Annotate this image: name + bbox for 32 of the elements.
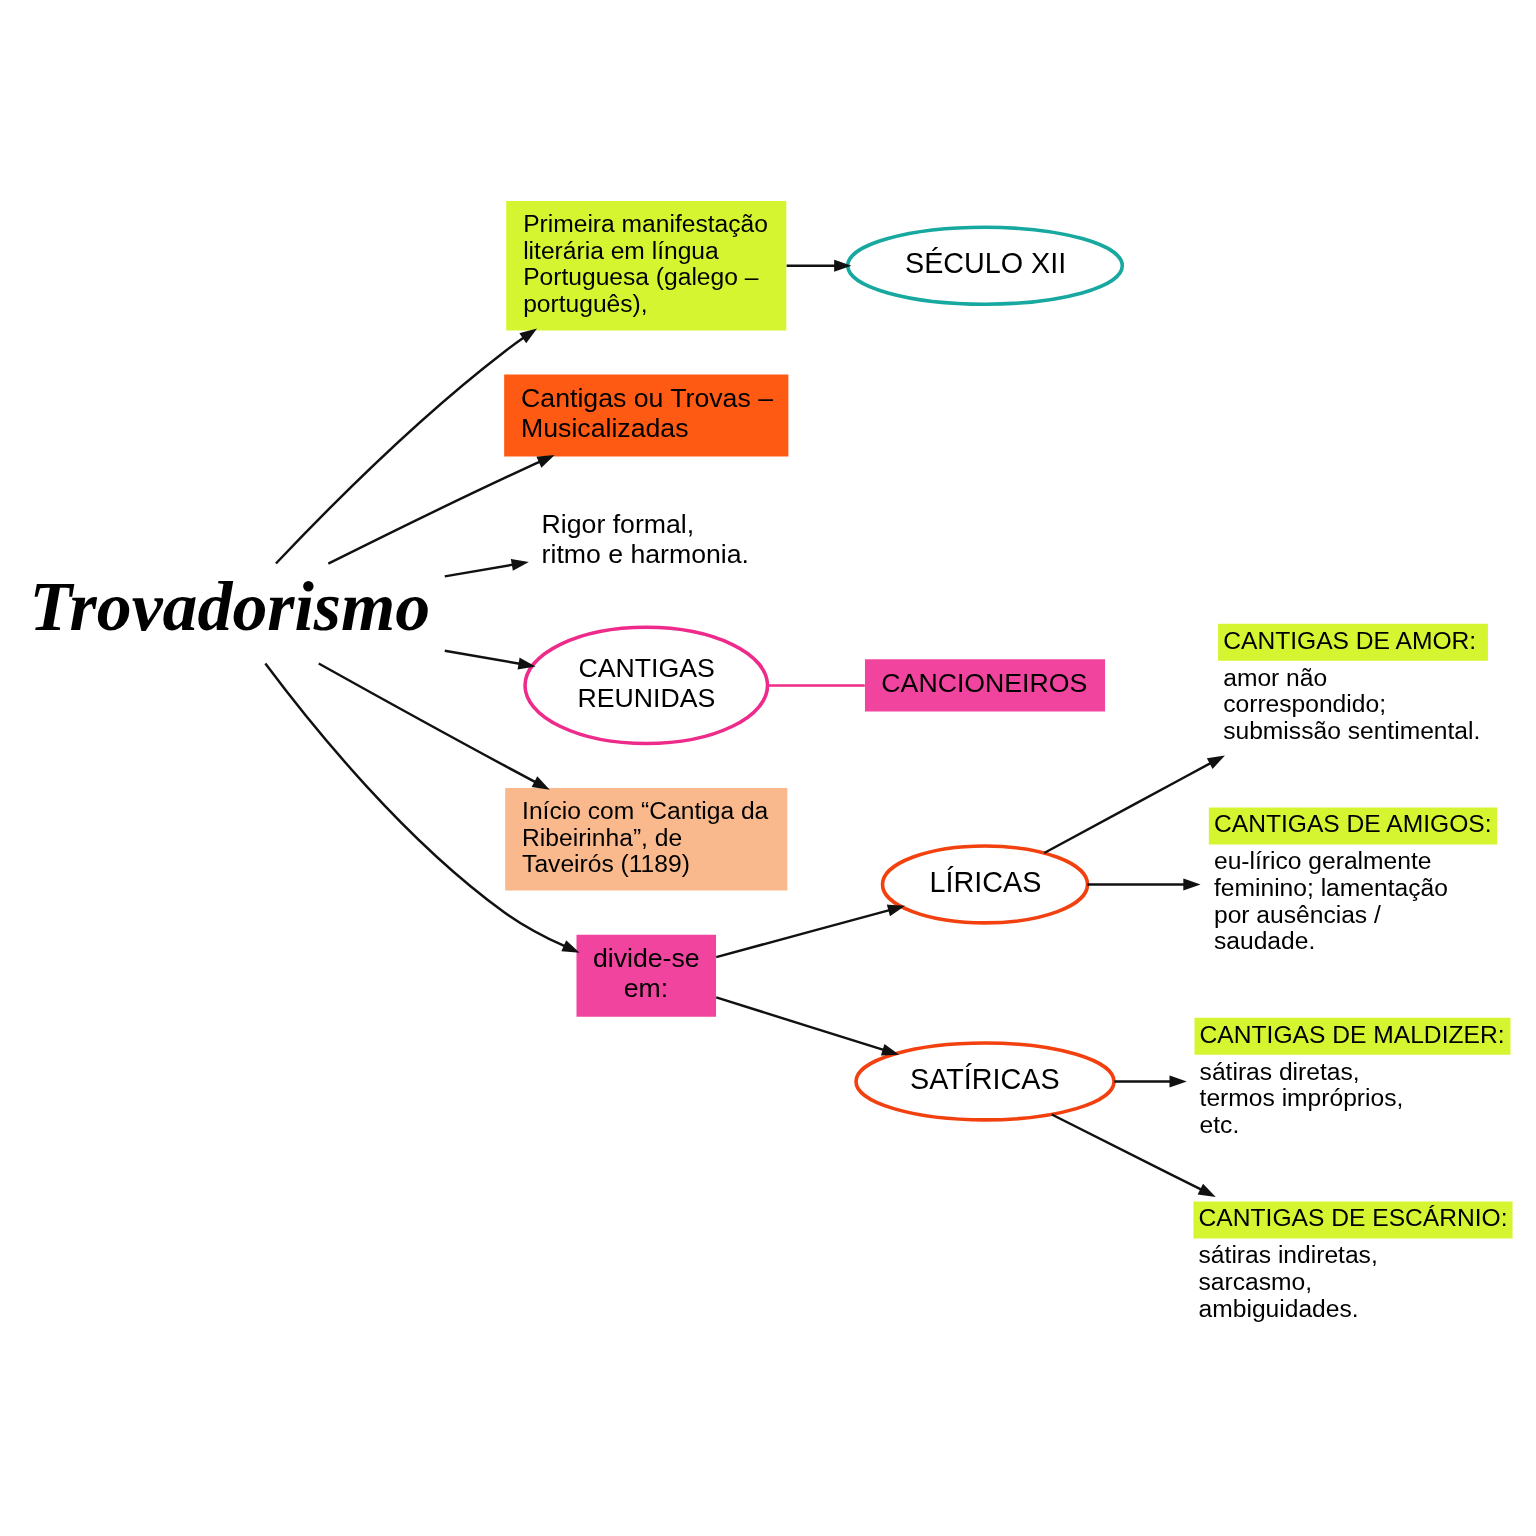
node-label: eu-lírico geralmente feminino; lamentação por ausências / saudade.: [1213, 847, 1448, 955]
node-ellipse: LÍRICAS: [880, 844, 1090, 925]
arrow: [264, 662, 580, 953]
node-box: CANTIGAS DE ESCÁRNIO:: [1193, 1201, 1513, 1239]
arrow: [327, 455, 555, 565]
node-ellipse: SÉCULO XII: [845, 225, 1125, 306]
arrow: [715, 996, 900, 1056]
arrow: [715, 904, 906, 959]
node-label: sátiras indiretas, sarcasmo, ambiguidades.: [1198, 1241, 1378, 1322]
node-text: Rigor formal, ritmo e harmonia.: [541, 509, 750, 570]
node-box: CANTIGAS DE AMIGOS:: [1208, 807, 1498, 845]
arrow: [786, 259, 852, 272]
arrow: [444, 649, 536, 670]
node-box: Primeira manifestação literária em língua Portuguesa (galego – português),: [506, 201, 787, 331]
node-box: CANTIGAS DE MALDIZER:: [1194, 1017, 1511, 1055]
arrow: [1043, 755, 1225, 855]
arrow: [275, 328, 538, 565]
node-label: amor não correspondido; submissão sentimental.: [1223, 663, 1481, 744]
node-text: Trovadorismo: [29, 568, 431, 646]
node-box: divide-se em:: [576, 934, 717, 1017]
node-box: CANCIONEIROS: [864, 659, 1106, 712]
node-label: sátiras diretas, termos impróprios, etc.: [1199, 1057, 1404, 1138]
arrow: [318, 662, 550, 790]
node-box: CANTIGAS DE AMOR:: [1218, 623, 1488, 661]
connector: [767, 684, 865, 687]
node-box: Cantigas ou Trovas – Musicalizadas: [504, 374, 789, 457]
arrow: [1114, 1075, 1187, 1088]
arrow: [1087, 878, 1201, 891]
node-ellipse: CANTIGAS REUNIDAS: [523, 625, 770, 746]
arrow: [444, 558, 529, 578]
arrow: [1051, 1113, 1216, 1197]
node-box: Início com “Cantiga da Ribeirinha”, de Taveirós (1189): [505, 788, 788, 891]
